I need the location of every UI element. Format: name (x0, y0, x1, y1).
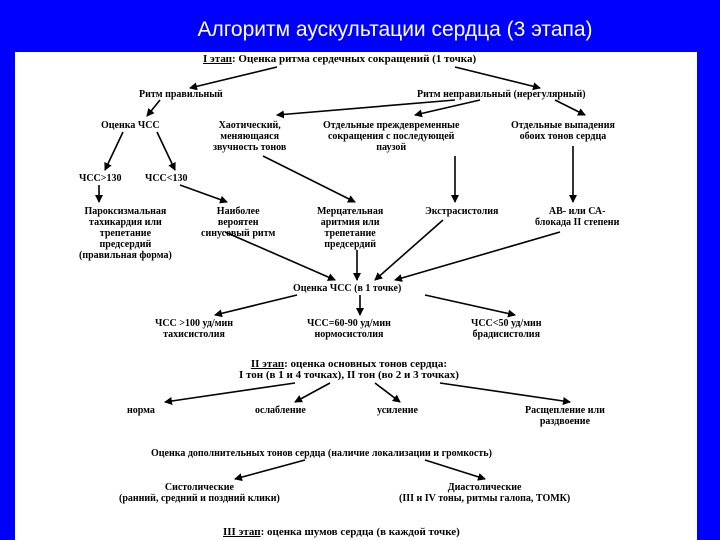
av-block-node: АВ- или СА-блокада II степени (535, 206, 620, 228)
arrow-regular-hr (146, 99, 161, 117)
rhythm-regular-node: Ритм правильный (139, 89, 223, 100)
arrow-irregular-premature (414, 99, 481, 118)
rhythm-irregular-node: Ритм неправильный (нерегулярный) (417, 89, 586, 100)
algorithm-diagram: I этап: Оценка ритма сердечных сокращени… (15, 52, 697, 540)
systolic-node: Систолические(ранний, средний и поздний … (119, 482, 280, 504)
arrow-stage2-norm (164, 382, 296, 405)
arrow-irregular-dropouts (554, 99, 586, 116)
arrow-av-hr (394, 231, 561, 282)
strengthening-node: усиление (377, 405, 418, 416)
hr-one-point-node: Оценка ЧСС (в 1 точке) (293, 283, 402, 294)
arrow-chaotic-afib (262, 155, 356, 203)
arrow-hr-lt (156, 131, 176, 171)
arrow-stage2-weak (294, 382, 331, 403)
arrow-sinus-hr (224, 231, 336, 281)
additional-tones-node: Оценка дополнительных тонов сердца (нали… (151, 448, 492, 459)
arrow-stage2-strong (374, 382, 401, 403)
arrow-hr-brady (424, 294, 516, 318)
stage3-node: III этап: оценка шумов сердца (в каждой … (223, 526, 460, 538)
stage2-node: II этап: оценка основных тонов сердца: I… (239, 358, 459, 381)
arrow-irregular-chaotic (276, 99, 456, 119)
extrasystole-node: Экстрасистолия (425, 206, 499, 217)
arrow-extra-hr (374, 219, 444, 281)
arrow-hr-gt (104, 131, 124, 171)
hr-assessment-node: Оценка ЧСС (101, 120, 160, 131)
hr-lt-node: ЧСС<130 (145, 173, 188, 184)
arrow-stage1-regular (189, 66, 278, 91)
arrow-hr-tachy (214, 294, 298, 318)
arrow-stage2-split (439, 382, 571, 405)
slide-title: Алгоритм аускультации сердца (3 этапа) (197, 18, 593, 41)
arrow-lt-sinus (179, 184, 228, 204)
hr-gt-node: ЧСС>130 (79, 173, 122, 184)
diagram-connectors (95, 66, 586, 482)
norm-node: норма (127, 405, 155, 416)
weakening-node: ослабление (255, 405, 306, 416)
diastolic-node: Диастолические(III и IV тоны, ритмы гало… (399, 482, 571, 504)
arrow-stage1-irregular (454, 66, 541, 91)
stage1-node: I этап: Оценка ритма сердечных сокращени… (203, 53, 477, 65)
arrow-additional-systolic (234, 459, 306, 482)
arrow-additional-diastolic (424, 459, 486, 481)
